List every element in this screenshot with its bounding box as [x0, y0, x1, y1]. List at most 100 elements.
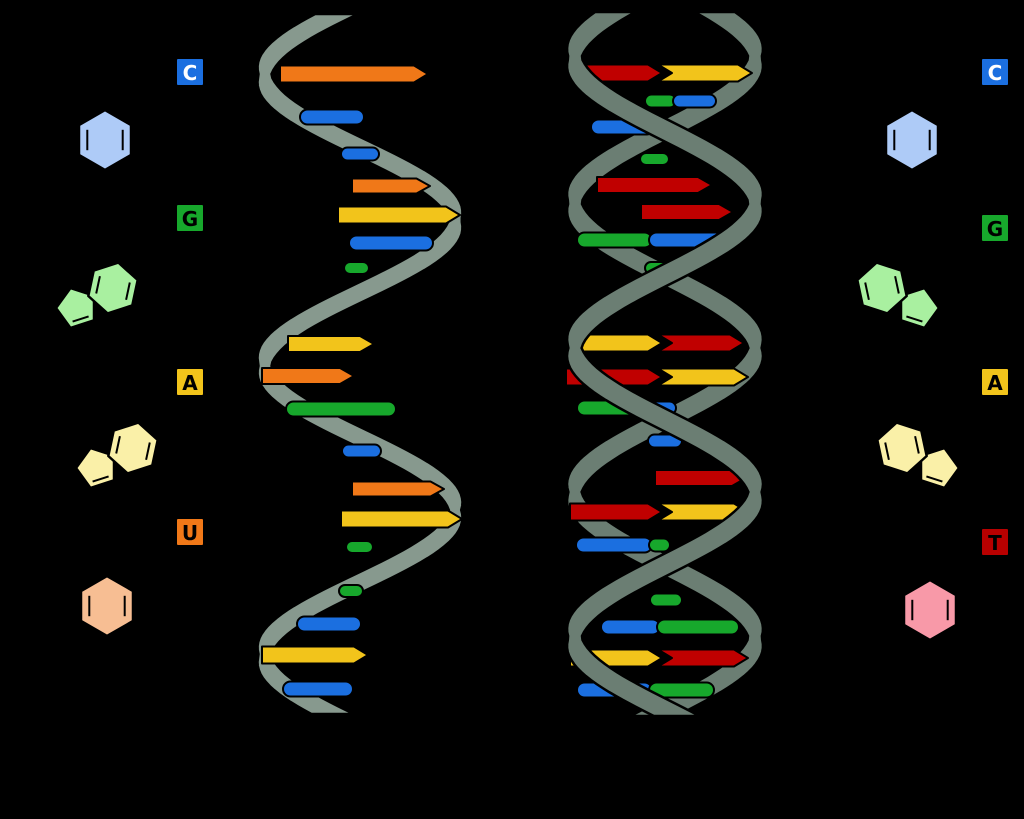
nucleobase-guanine: G — [856, 213, 1010, 330]
base-bar-orange — [351, 177, 431, 195]
nucleobase-cytosine: C — [876, 57, 1010, 172]
double-bond — [884, 442, 890, 461]
base-bar-green — [576, 231, 653, 249]
substituent-bond — [913, 479, 922, 487]
nucleobase-letter-G: G — [987, 217, 1003, 241]
base-bar-green — [285, 400, 397, 418]
double-bond — [914, 435, 920, 454]
base-bar-red — [569, 502, 663, 522]
substituent-bond — [132, 585, 143, 592]
substituent-bond — [69, 154, 80, 161]
base-bar-green — [644, 93, 677, 109]
ring — [876, 421, 928, 475]
base-bar-red — [657, 648, 749, 668]
ring — [856, 261, 908, 315]
ring — [107, 421, 159, 475]
nucleobase-badge-U — [175, 517, 205, 547]
double-bond — [894, 275, 900, 294]
base-bar-yellow — [657, 63, 753, 83]
double-bond — [95, 275, 101, 294]
base-bar-red — [640, 203, 734, 221]
base-bar-red — [657, 333, 745, 353]
base-bar-blue — [340, 146, 380, 162]
cytosine-structure — [69, 108, 141, 172]
base-bar-orange — [261, 367, 355, 385]
guanine-structure — [856, 253, 941, 330]
nucleobase-guanine: G — [54, 203, 205, 337]
substituent-bond — [937, 119, 948, 126]
nucleobase-badge-A — [980, 367, 1010, 397]
base-bar-yellow — [337, 205, 461, 225]
substituent-bond — [955, 589, 966, 596]
guanine-structure — [54, 253, 139, 337]
double-bond — [125, 282, 131, 301]
base-bar-green — [639, 152, 670, 166]
substituent-bond — [117, 253, 122, 263]
base-bar-orange — [351, 480, 445, 498]
base-bar-blue — [575, 536, 653, 554]
nucleobase-letter-T: T — [988, 531, 1002, 555]
nucleobase-letter-A: A — [182, 371, 198, 395]
base-bar-orange — [279, 64, 429, 84]
base-bar-blue — [282, 680, 354, 698]
double-bond — [864, 282, 870, 301]
nucleobase-badge-G — [175, 203, 205, 233]
base-bar-green — [345, 540, 374, 554]
dna-nucleobases-legend: C G A T — [856, 57, 1010, 642]
rna-nucleobases-legend: C G A U — [54, 57, 205, 638]
base-bar-red — [596, 176, 713, 194]
nucleobase-adenine: A — [74, 367, 205, 497]
nucleobase-badge-A — [175, 367, 205, 397]
substituent-bond — [873, 253, 878, 263]
base-bar-blue — [348, 234, 434, 252]
nucleobase-letter-C: C — [988, 61, 1003, 85]
double-bond — [145, 442, 151, 461]
nucleobase-letter-G: G — [182, 207, 198, 231]
base-bar-green — [343, 261, 370, 275]
double-bond — [906, 315, 923, 323]
nucleobase-cytosine: C — [69, 57, 205, 172]
ring — [87, 261, 139, 315]
base-bar-yellow — [261, 645, 369, 665]
substituent-bond — [137, 413, 142, 423]
thymine-structure — [894, 578, 966, 642]
double-bond — [115, 435, 121, 454]
base-bar-yellow — [287, 335, 375, 353]
base-bar-blue — [341, 443, 382, 459]
substituent-bond — [130, 119, 141, 126]
substituent-bond — [71, 620, 82, 627]
base-bar-blue — [296, 615, 362, 633]
uracil-structure — [71, 574, 143, 638]
dna-double-helix — [565, 10, 765, 718]
base-bar-green — [649, 592, 683, 608]
substituent-bond — [893, 319, 902, 327]
base-bar-yellow — [340, 509, 463, 529]
rna-single-helix — [256, 12, 464, 716]
substituent-bond — [86, 487, 92, 497]
nucleobase-badge-G — [980, 213, 1010, 243]
base-bar-blue — [672, 93, 717, 109]
base-bar-blue — [600, 618, 661, 636]
adenine-structure — [74, 413, 159, 497]
nucleobase-thymine: T — [894, 527, 1010, 642]
substituent-bond — [876, 154, 887, 161]
base-bar-green — [656, 618, 740, 636]
nucleobase-letter-U: U — [182, 521, 198, 545]
base-bar-red — [654, 469, 747, 487]
base-bar-yellow — [657, 367, 749, 387]
substituent-bond — [893, 413, 898, 423]
nucleobase-letter-A: A — [987, 371, 1003, 395]
substituent-bond — [66, 327, 72, 337]
nucleobase-badge-C — [980, 57, 1010, 87]
cytosine-structure — [876, 108, 948, 172]
double-bond — [72, 315, 89, 323]
dna-strand-front — [565, 10, 765, 718]
double-bond — [92, 475, 109, 483]
nucleobase-uracil: U — [71, 517, 205, 638]
base-bar-green — [648, 537, 671, 553]
nucleobase-badge-T — [980, 527, 1010, 557]
nucleobase-letter-C: C — [183, 61, 198, 85]
substituent-bond — [894, 624, 905, 631]
